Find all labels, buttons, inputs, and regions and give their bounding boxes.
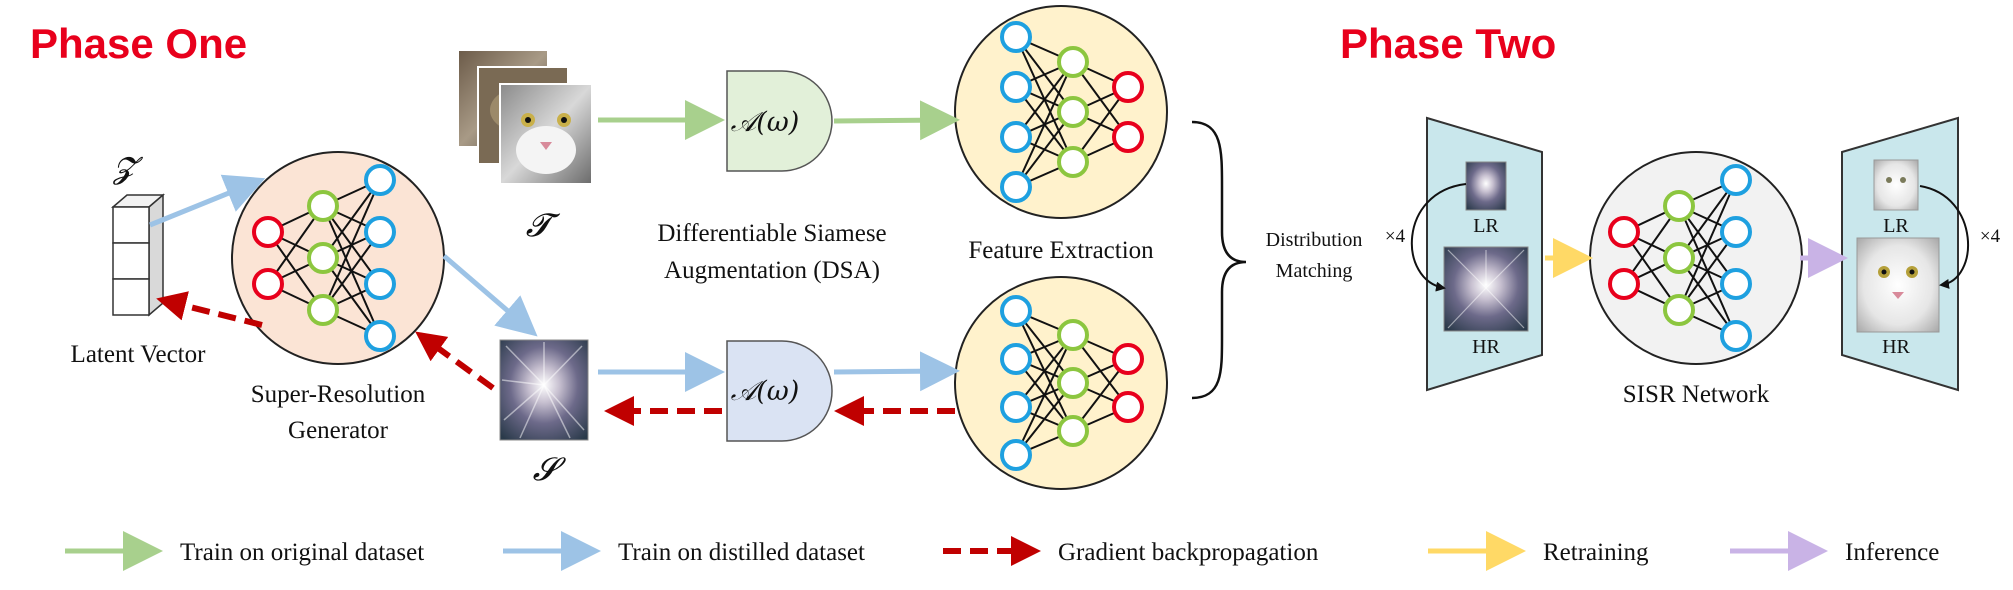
network-node [252, 216, 284, 248]
network-edge [322, 179, 381, 259]
network-node [1720, 320, 1752, 352]
dsa-label-line2: Augmentation (DSA) [664, 257, 880, 284]
network-node [1608, 216, 1640, 248]
network-node [307, 242, 339, 274]
legend-label: Train on distilled dataset [618, 539, 865, 566]
dsa-top-label: 𝒜(ω) [731, 107, 800, 138]
network-node [1000, 121, 1032, 153]
network-node [1720, 268, 1752, 300]
network-node [1000, 343, 1032, 375]
network-node [1057, 146, 1089, 178]
legend-label: Gradient backpropagation [1058, 539, 1319, 566]
network-node [1000, 21, 1032, 53]
upscale-arrow-left [1410, 183, 1467, 292]
phase-one-title: Phase One [30, 20, 247, 67]
network-edge [322, 179, 381, 311]
arrow-generator-to-synthetic [442, 254, 538, 337]
generator-label-line1: Super-Resolution [251, 381, 426, 408]
lr-synthetic-thumbnail [1465, 161, 1507, 211]
network-node [1608, 268, 1640, 300]
latent-vector [110, 193, 166, 317]
dsa-label-line1: Differentiable Siamese [657, 220, 886, 247]
network-node [1000, 391, 1032, 423]
network-node [1057, 46, 1089, 78]
feature-extractor-top [954, 5, 1168, 219]
network-node [307, 294, 339, 326]
super-resolution-generator [231, 151, 445, 365]
network-edge [1678, 231, 1737, 311]
network-node [1057, 96, 1089, 128]
network-edge [1015, 61, 1074, 188]
legend-label: Train on original dataset [180, 539, 424, 566]
distribution-matching-line1: Distribution [1266, 229, 1363, 251]
generator-label-line2: Generator [288, 417, 389, 444]
network-node [1663, 294, 1695, 326]
network-node [364, 268, 396, 300]
scale-label-right: ×4 [1980, 226, 2001, 247]
backprop-synthetic-to-generator [415, 331, 495, 391]
dsa-block-bottom: 𝒜(ω) [726, 340, 833, 442]
network-edge [1678, 179, 1737, 259]
network-node [1112, 71, 1144, 103]
sisr-output-trapezoid [1841, 116, 1959, 392]
network-node [1057, 319, 1089, 351]
network-node [1112, 343, 1144, 375]
arrow-dsa-to-feature-top [833, 100, 960, 141]
hr-label-left: HR [1472, 336, 1500, 358]
feature-extractor-bottom [954, 276, 1168, 490]
network-node [1000, 439, 1032, 471]
network-node [1663, 242, 1695, 274]
network-edge [322, 231, 381, 311]
network-node [1000, 171, 1032, 203]
network-node [364, 216, 396, 248]
network-node [364, 320, 396, 352]
upscale-arrow-right [1919, 185, 1969, 289]
dsa-bottom-label: 𝒜(ω) [731, 376, 800, 407]
lr-label-left: LR [1473, 215, 1499, 237]
real-dataset-images [457, 49, 593, 185]
arrow-dsa-to-feature-bottom [833, 351, 960, 392]
network-node [1720, 164, 1752, 196]
dsa-block-top: 𝒜(ω) [726, 70, 833, 172]
hr-label-right: HR [1882, 336, 1910, 358]
backprop-generator-to-latent [156, 291, 263, 328]
network-edge [1015, 334, 1074, 456]
sisr-network [1589, 151, 1803, 365]
network-node [364, 164, 396, 196]
distribution-matching-line2: Matching [1276, 260, 1353, 282]
scale-label-left: ×4 [1385, 226, 1406, 247]
synthetic-set-symbol: 𝓢 [533, 450, 567, 488]
feature-extraction-label: Feature Extraction [968, 237, 1154, 264]
legend-label: Inference [1845, 539, 1939, 566]
real-set-symbol: 𝓣 [526, 206, 561, 244]
latent-symbol: 𝓩 [112, 151, 143, 186]
network-edge [1678, 179, 1737, 311]
legend-label: Retraining [1543, 539, 1649, 566]
network-node [1057, 367, 1089, 399]
synthetic-image [499, 339, 589, 441]
lr-cat-thumbnail [1873, 159, 1919, 211]
network-node [1000, 295, 1032, 327]
network-node [1000, 71, 1032, 103]
latent-label: Latent Vector [71, 341, 207, 368]
hr-cat-thumbnail [1856, 237, 1940, 333]
network-circle [1589, 151, 1803, 365]
phase-two-title: Phase Two [1340, 20, 1556, 67]
network-node [307, 190, 339, 222]
distribution-brace [1191, 120, 1247, 400]
network-node [252, 268, 284, 300]
lr-label-right: LR [1883, 215, 1909, 237]
network-node [1720, 216, 1752, 248]
legend: Train on original dataset Train on distil… [65, 531, 1939, 571]
network-node [1112, 121, 1144, 153]
sisr-label: SISR Network [1623, 381, 1770, 408]
arrow-latent-to-generator [149, 174, 266, 228]
network-node [1112, 391, 1144, 423]
network-node [1663, 190, 1695, 222]
network-node [1057, 415, 1089, 447]
